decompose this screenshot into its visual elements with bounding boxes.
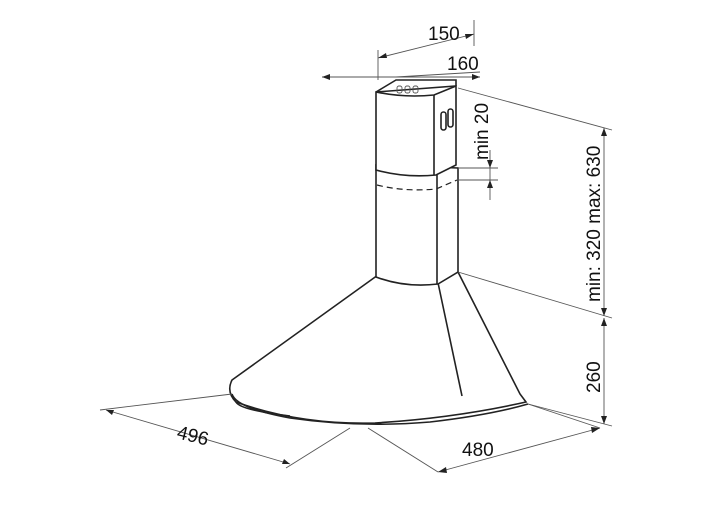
chimney-height-label: min: 320 max: 630 bbox=[584, 146, 605, 302]
chimney-depth-label: 150 bbox=[428, 24, 460, 45]
dimension-chimney-width: 160 bbox=[322, 54, 481, 80]
dimension-chimney-overlap: min 20 bbox=[458, 103, 498, 200]
hood-width-label: 496 bbox=[175, 422, 211, 450]
dimension-chimney-depth: 150 bbox=[377, 20, 475, 80]
dimension-chimney-height: min: 320 max: 630 bbox=[457, 87, 613, 319]
hood-height-label: 260 bbox=[584, 361, 605, 393]
dimension-hood-depth: 480 bbox=[367, 403, 601, 473]
hood-chimney bbox=[375, 79, 459, 286]
chimney-overlap-label: min 20 bbox=[472, 103, 493, 160]
chimney-width-label: 160 bbox=[447, 54, 479, 75]
vent-slots bbox=[396, 85, 454, 131]
dimension-hood-height: 260 bbox=[527, 318, 613, 427]
hood-canopy bbox=[228, 271, 529, 426]
hood-depth-label: 480 bbox=[462, 440, 494, 461]
